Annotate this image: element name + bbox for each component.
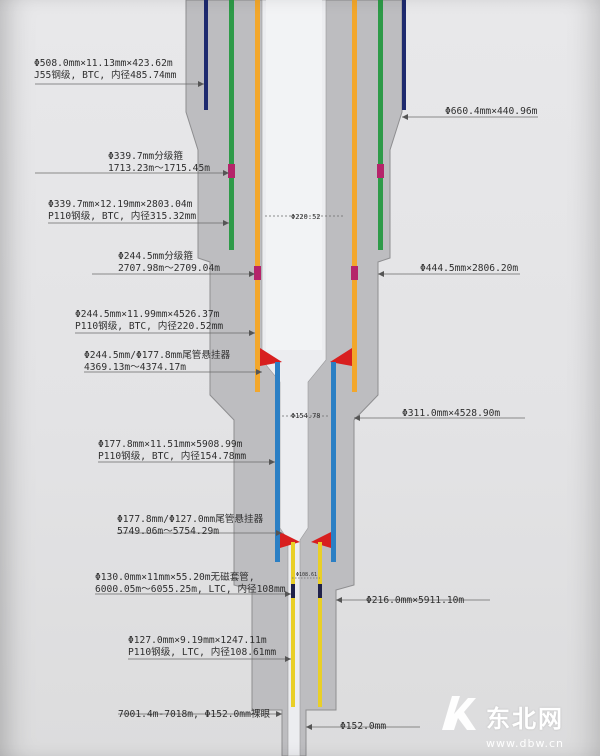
label-hole-660: Φ660.4mm×440.96m [445,106,538,117]
label-liner-127-line1: Φ127.0mm×9.19mm×1247.11m [128,635,267,646]
label-hole-152: Φ152.0mm [340,721,387,732]
stage-collar-339-right [377,164,384,178]
label-casing-244-line2: P110钢级, BTC, 内径220.52mm [75,320,224,332]
casing-508-right [402,0,406,110]
liner-127-left [291,542,295,707]
label-liner-127-line2: P110钢级, LTC, 内径108.61mm [128,646,277,658]
stage-collar-244-right [351,266,358,280]
label-stage-collar-339-line2: 1713.23m～1715.45m [108,162,211,174]
label-id-108: Φ108.61 [296,572,318,578]
hanger-177-127-left [280,532,300,548]
hanger-177-127-right [311,532,331,548]
label-hole-311: Φ311.0mm×4528.90m [402,408,501,419]
label-stage-collar-244-line2: 2707.98m～2709.04m [118,262,221,274]
label-hanger-244-177-line1: Φ244.5mm/Φ177.8mm尾管悬挂器 [84,350,231,361]
label-hanger-177-127: Φ177.8mm/Φ127.0mm尾管悬挂器 5749.06m～5754.29m [117,514,263,537]
leader-lines [35,83,538,728]
hanger-244-177-right [330,348,352,366]
label-casing-244-line1: Φ244.5mm×11.99mm×4526.37m [75,309,220,320]
liner-127-right [318,542,322,707]
nonmag-casing-right [318,584,322,598]
label-open-hole: 7001.4m-7018m, Φ152.0mm裸眼 [118,709,271,720]
label-nonmag-130-line1: Φ130.0mm×11mm×55.20m无磁套管, [95,572,255,583]
casing-339-right [378,0,383,250]
label-stage-collar-339: Φ339.7mm分级箍 1713.23m～1715.45m [108,151,210,174]
label-liner-127: Φ127.0mm×9.19mm×1247.11m P110钢级, LTC, 内径… [128,635,276,658]
stage-collar-244-left [254,266,261,280]
watermark-logo-icon [438,692,480,734]
casing-244-right [352,0,357,392]
label-hole-444: Φ444.5mm×2806.20m [420,263,519,274]
label-nonmag-130: Φ130.0mm×11mm×55.20m无磁套管, 6000.05m～6055.… [95,572,286,595]
label-stage-collar-244-line1: Φ244.5mm分级箍 [118,251,193,262]
label-hanger-244-177-line2: 4369.13m～4374.17m [84,361,187,373]
label-casing-508-line1: Φ508.0mm×11.13mm×423.62m [34,58,173,69]
liner-177-right [331,362,336,562]
watermark-url: www.dbw.cn [486,737,564,750]
casing-339-left [229,0,234,250]
watermark: 东北网 [438,692,564,734]
label-id-220: Φ220.52 [291,213,321,221]
label-id-154: Φ154.78 [291,412,321,420]
label-casing-339-line1: Φ339.7mm×12.19mm×2803.04m [48,199,193,210]
label-stage-collar-339-line1: Φ339.7mm分级箍 [108,151,183,162]
liner-bore [266,0,322,350]
label-hanger-244-177: Φ244.5mm/Φ177.8mm尾管悬挂器 4369.13m～4374.17m [84,350,230,373]
casing-508-left [204,0,208,110]
label-casing-339-line2: P110钢级, BTC, 内径315.32mm [48,210,197,222]
label-stage-collar-244: Φ244.5mm分级箍 2707.98m～2709.04m [118,251,220,274]
stage-collar-339-left [228,164,235,178]
label-casing-339: Φ339.7mm×12.19mm×2803.04m P110钢级, BTC, 内… [48,199,196,222]
liner-177-left [275,362,280,562]
watermark-brand: 东北网 [486,705,564,733]
label-hanger-177-127-line1: Φ177.8mm/Φ127.0mm尾管悬挂器 [117,514,264,525]
label-casing-244: Φ244.5mm×11.99mm×4526.37m P110钢级, BTC, 内… [75,309,223,332]
label-hanger-177-127-line2: 5749.06m～5754.29m [117,525,220,537]
label-liner-177-line1: Φ177.8mm×11.51mm×5908.99m [98,439,243,450]
hanger-244-177-left [260,348,282,366]
label-hole-216: Φ216.0mm×5911.10m [366,595,465,606]
label-casing-508-line2: J55钢级, BTC, 内径485.74mm [34,69,177,81]
label-liner-177-line2: P110钢级, BTC, 内径154.78mm [98,450,247,462]
nonmag-casing-left [291,584,295,598]
casing-244-left [255,0,260,392]
label-nonmag-130-line2: 6000.05m～6055.25m, LTC, 内径108mm [95,583,286,595]
arrowheads [198,81,408,730]
label-liner-177: Φ177.8mm×11.51mm×5908.99m P110钢级, BTC, 内… [98,439,246,462]
label-casing-508: Φ508.0mm×11.13mm×423.62m J55钢级, BTC, 内径4… [34,58,176,81]
